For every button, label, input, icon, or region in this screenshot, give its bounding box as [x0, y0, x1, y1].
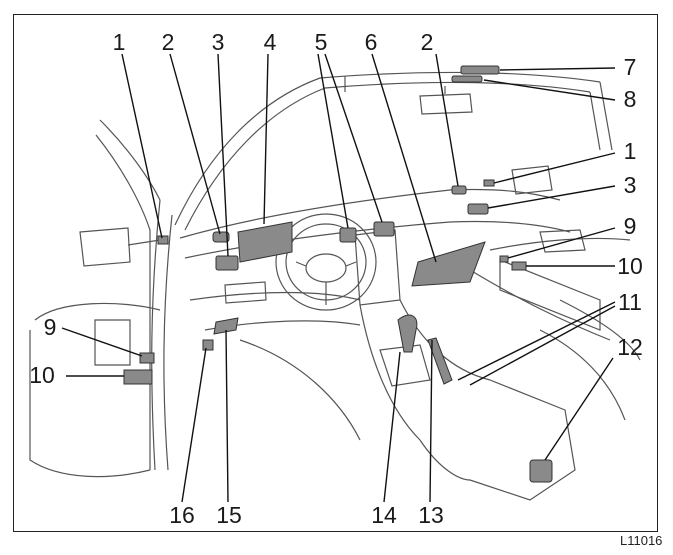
rearview-mirror [419, 86, 473, 115]
callout-16: 16 [169, 502, 195, 528]
highlight-item-4 [237, 221, 293, 263]
callout-1-right: 1 [624, 138, 637, 164]
highlight-item-1-left [157, 235, 169, 245]
highlight-item-15 [213, 317, 239, 335]
callout-3-left: 3 [212, 29, 225, 55]
callout-8: 8 [624, 86, 637, 112]
callout-2-right: 2 [421, 29, 434, 55]
callout-9-right: 9 [624, 213, 637, 239]
left-a-pillar-door [29, 119, 173, 478]
figure-code: L11016 [620, 533, 662, 548]
right-side-mirror [511, 165, 553, 195]
callout-14: 14 [371, 502, 397, 528]
figure-frame [13, 14, 658, 532]
center-console [239, 299, 576, 501]
highlight-item-7 [460, 65, 500, 75]
highlight-item-2-right [451, 185, 467, 195]
highlight-item-9-right [499, 255, 509, 263]
callout-5: 5 [315, 29, 328, 55]
callout-4: 4 [264, 29, 277, 55]
left-side-mirror [79, 227, 161, 267]
highlight-item-3-right [467, 203, 489, 215]
steering-wheel [275, 213, 377, 311]
callout-15: 15 [216, 502, 242, 528]
highlight-item-8 [451, 75, 483, 83]
callout-7: 7 [624, 54, 637, 80]
callout-13: 13 [418, 502, 444, 528]
callout-1-left: 1 [113, 29, 126, 55]
passenger-seat-outline [539, 299, 641, 421]
highlight-item-14 [397, 314, 418, 353]
leader-lines [61, 53, 616, 503]
highlight-item-2-left [212, 231, 230, 243]
highlight-item-12 [529, 459, 553, 483]
highlight-item-9-left [139, 352, 155, 364]
callout-3-right: 3 [624, 172, 637, 198]
highlight-item-3-left [215, 255, 239, 271]
callout-6: 6 [365, 29, 378, 55]
callout-9-left: 9 [44, 314, 57, 340]
callout-10-right: 10 [617, 253, 643, 279]
highlight-item-5b [373, 221, 395, 237]
callout-11: 11 [618, 289, 642, 315]
callout-10-left: 10 [29, 362, 55, 388]
callout-12: 12 [617, 334, 643, 360]
highlight-item-13 [427, 337, 453, 385]
highlight-item-6 [411, 241, 486, 287]
highlight-item-16 [202, 339, 214, 351]
callout-2-left: 2 [162, 29, 175, 55]
highlight-item-10-left [123, 369, 153, 385]
